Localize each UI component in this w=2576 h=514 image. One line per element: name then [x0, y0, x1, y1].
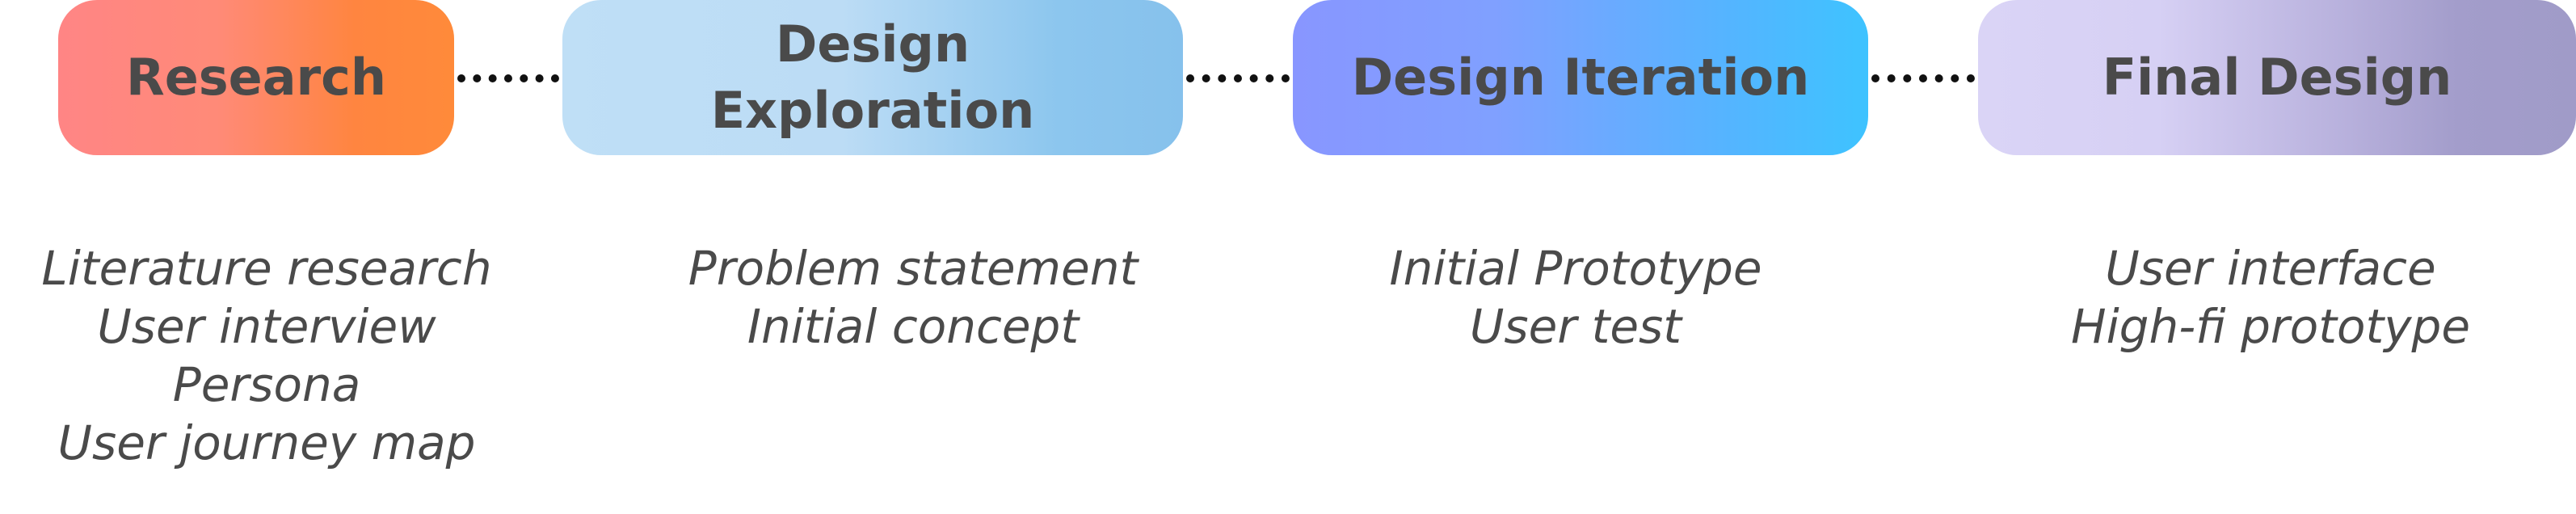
- detail-item: Literature research: [41, 241, 492, 296]
- stage-research-box: Research: [58, 0, 454, 155]
- stage-final-design-box: Final Design: [1978, 0, 2576, 155]
- dotted-connector: [1871, 74, 1975, 82]
- research-details: Literature research User interview Perso…: [16, 239, 517, 472]
- stage-design-exploration-box: Design Exploration: [562, 0, 1183, 155]
- detail-item: User test: [1469, 299, 1682, 354]
- detail-item: High-fi prototype: [2070, 299, 2471, 354]
- dotted-connector: [1186, 74, 1290, 82]
- stage-title: Research: [126, 44, 386, 111]
- stage-title-line: Design Iteration: [1351, 48, 1810, 107]
- stage-design-iteration-box: Design Iteration: [1293, 0, 1868, 155]
- stage-title-line: Final Design: [2102, 48, 2452, 107]
- detail-item: User interface: [2105, 241, 2436, 296]
- detail-item: Problem statement: [688, 241, 1139, 296]
- stage-title: Design Iteration: [1352, 44, 1810, 111]
- detail-item: User journey map: [57, 415, 476, 470]
- dotted-connector: [457, 74, 559, 82]
- stage-title-line: Exploration: [710, 81, 1035, 140]
- detail-item: Initial Prototype: [1389, 241, 1762, 296]
- stage-title: Design Exploration: [711, 11, 1035, 144]
- design-iteration-details: Initial Prototype User test: [1325, 239, 1826, 356]
- stage-title: Final Design: [2102, 44, 2452, 111]
- stage-title-line: Research: [125, 48, 387, 107]
- detail-item: User interview: [97, 299, 436, 354]
- design-exploration-details: Problem statement Initial concept: [638, 239, 1188, 356]
- final-design-details: User interface High-fi prototype: [2012, 239, 2529, 356]
- detail-item: Initial concept: [747, 299, 1080, 354]
- detail-item: Persona: [172, 357, 361, 412]
- stage-title-line: Design: [775, 15, 970, 74]
